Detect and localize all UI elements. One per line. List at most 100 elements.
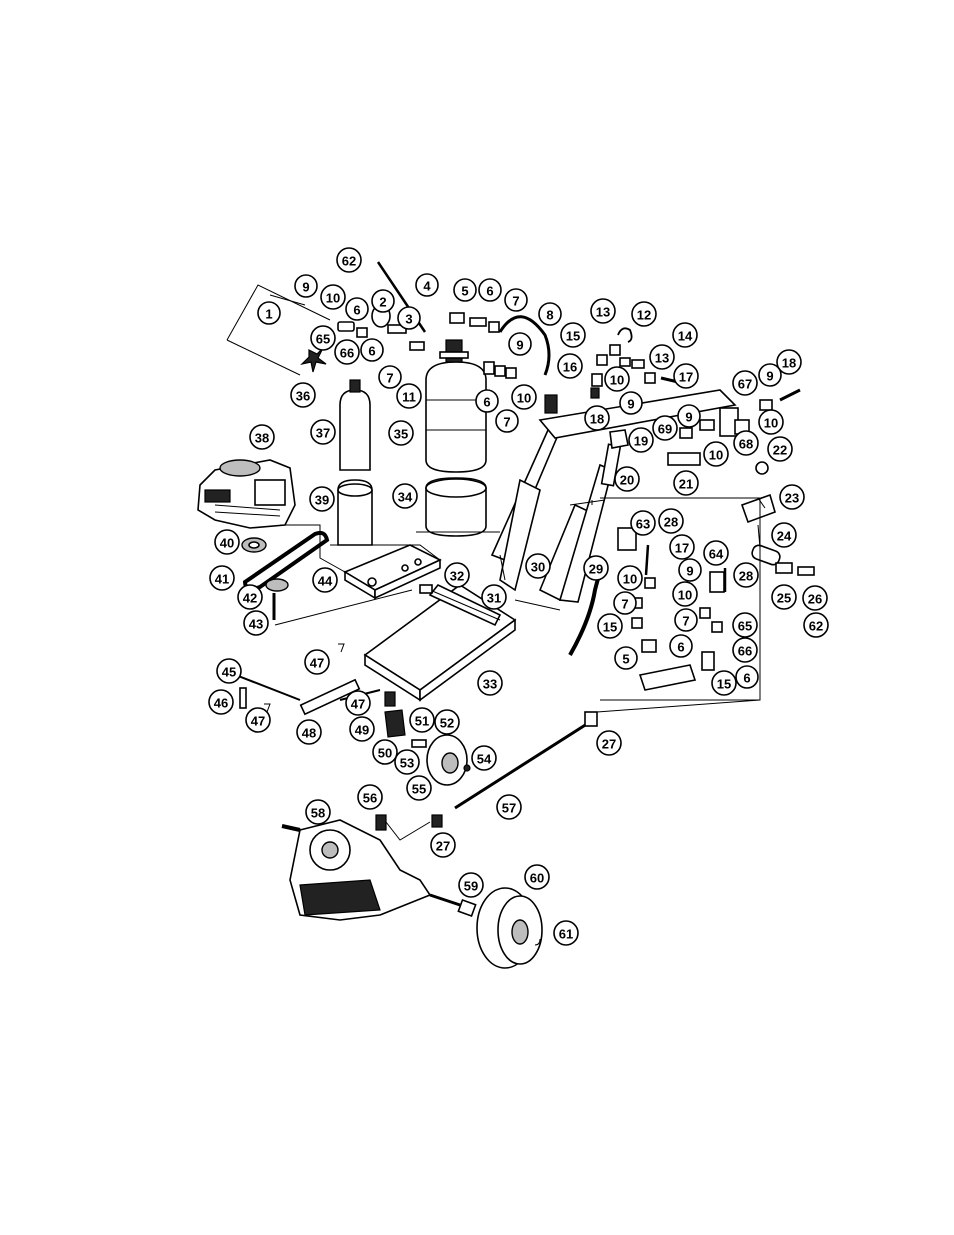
callout-number: 56 xyxy=(363,791,377,806)
callout-30: 30 xyxy=(525,553,551,579)
callout-circle xyxy=(257,301,281,325)
callout-number: 26 xyxy=(808,592,822,607)
callout-number: 6 xyxy=(483,395,490,410)
callout-number: 9 xyxy=(627,397,634,412)
callout-number: 62 xyxy=(342,254,356,269)
handle-frame-30 xyxy=(538,463,613,603)
callout-circle xyxy=(458,872,484,898)
callout-number: 59 xyxy=(464,879,478,894)
callout-number: 13 xyxy=(596,305,610,320)
callout-9: 9 xyxy=(758,363,782,387)
callout-18: 18 xyxy=(584,405,610,431)
callout-number: 5 xyxy=(461,284,468,299)
callout-number: 65 xyxy=(738,619,752,634)
callout-number: 24 xyxy=(777,529,792,544)
callout-circle xyxy=(590,298,616,324)
callout-circle xyxy=(658,508,684,534)
callout-2: 2 xyxy=(371,289,395,313)
callout-circle xyxy=(538,302,562,326)
callout-20: 20 xyxy=(614,466,640,492)
callout-number: 42 xyxy=(243,591,257,606)
callout-number: 35 xyxy=(394,427,408,442)
callout-circle xyxy=(290,382,316,408)
callout-number: 67 xyxy=(738,377,752,392)
callout-12: 12 xyxy=(631,301,657,327)
callout-circle xyxy=(310,419,336,445)
callout-circle xyxy=(672,581,698,607)
tank-35 xyxy=(425,339,487,473)
callout-6: 6 xyxy=(475,389,499,413)
callout-9: 9 xyxy=(294,274,318,298)
callout-number: 5 xyxy=(622,652,629,667)
callout-64: 64 xyxy=(703,540,729,566)
callout-number: 58 xyxy=(311,806,325,821)
callout-circle xyxy=(732,612,758,638)
callout-circle xyxy=(508,332,532,356)
callout-number: 69 xyxy=(658,422,672,437)
callout-circle xyxy=(357,784,383,810)
callout-circle xyxy=(652,415,678,441)
callout-number: 62 xyxy=(809,619,823,634)
callout-number: 34 xyxy=(398,490,413,505)
callout-circle xyxy=(378,365,402,389)
callout-62: 62 xyxy=(803,612,829,638)
callout-10: 10 xyxy=(617,565,643,591)
callout-circle xyxy=(360,338,384,362)
callout-number: 65 xyxy=(316,332,330,347)
callout-circle xyxy=(392,483,418,509)
callout-circle xyxy=(553,920,579,946)
callout-circle xyxy=(481,584,507,610)
callout-number: 17 xyxy=(679,370,693,385)
callout-circle xyxy=(245,707,271,733)
callout-number: 6 xyxy=(677,640,684,655)
callout-47: 47 xyxy=(345,690,371,716)
callout-circle xyxy=(771,522,797,548)
callout-circle xyxy=(560,322,586,348)
callout-number: 39 xyxy=(315,493,329,508)
callout-number: 18 xyxy=(782,356,796,371)
callout-number: 15 xyxy=(566,329,580,344)
callout-number: 54 xyxy=(477,752,492,767)
callout-57: 57 xyxy=(496,794,522,820)
callout-circle xyxy=(673,363,699,389)
callout-number: 7 xyxy=(503,415,510,430)
callout-29: 29 xyxy=(583,555,609,581)
callout-circle xyxy=(674,608,698,632)
callout-44: 44 xyxy=(312,567,338,593)
callout-number: 11 xyxy=(402,390,416,405)
callout-circle xyxy=(524,864,550,890)
callout-circle xyxy=(678,558,702,582)
callout-number: 52 xyxy=(440,716,454,731)
callout-number: 23 xyxy=(785,491,799,506)
callout-28: 28 xyxy=(658,508,684,534)
callout-37: 37 xyxy=(310,419,336,445)
callout-65: 65 xyxy=(310,325,336,351)
callout-number: 28 xyxy=(739,569,753,584)
callout-65: 65 xyxy=(732,612,758,638)
callout-number: 66 xyxy=(340,346,354,361)
callout-10: 10 xyxy=(703,441,729,467)
callout-52: 52 xyxy=(434,709,460,735)
callout-number: 51 xyxy=(415,714,429,729)
callout-number: 29 xyxy=(589,562,603,577)
callout-61: 61 xyxy=(553,920,579,946)
callout-circle xyxy=(649,344,675,370)
callout-circle xyxy=(767,436,793,462)
callout-number: 33 xyxy=(483,677,497,692)
callout-36: 36 xyxy=(290,382,316,408)
callout-number: 66 xyxy=(738,644,752,659)
callout-6: 6 xyxy=(735,665,759,689)
callout-circle xyxy=(735,665,759,689)
callout-58: 58 xyxy=(305,799,331,825)
callout-circle xyxy=(214,529,240,555)
callout-number: 36 xyxy=(296,389,310,404)
callout-circle xyxy=(209,565,235,591)
callout-circle xyxy=(444,562,470,588)
callout-40: 40 xyxy=(214,529,240,555)
callout-10: 10 xyxy=(758,409,784,435)
callout-circle xyxy=(372,739,398,765)
callout-10: 10 xyxy=(320,284,346,310)
callout-number: 50 xyxy=(378,746,392,761)
callout-31: 31 xyxy=(481,584,507,610)
callout-circle xyxy=(733,562,759,588)
